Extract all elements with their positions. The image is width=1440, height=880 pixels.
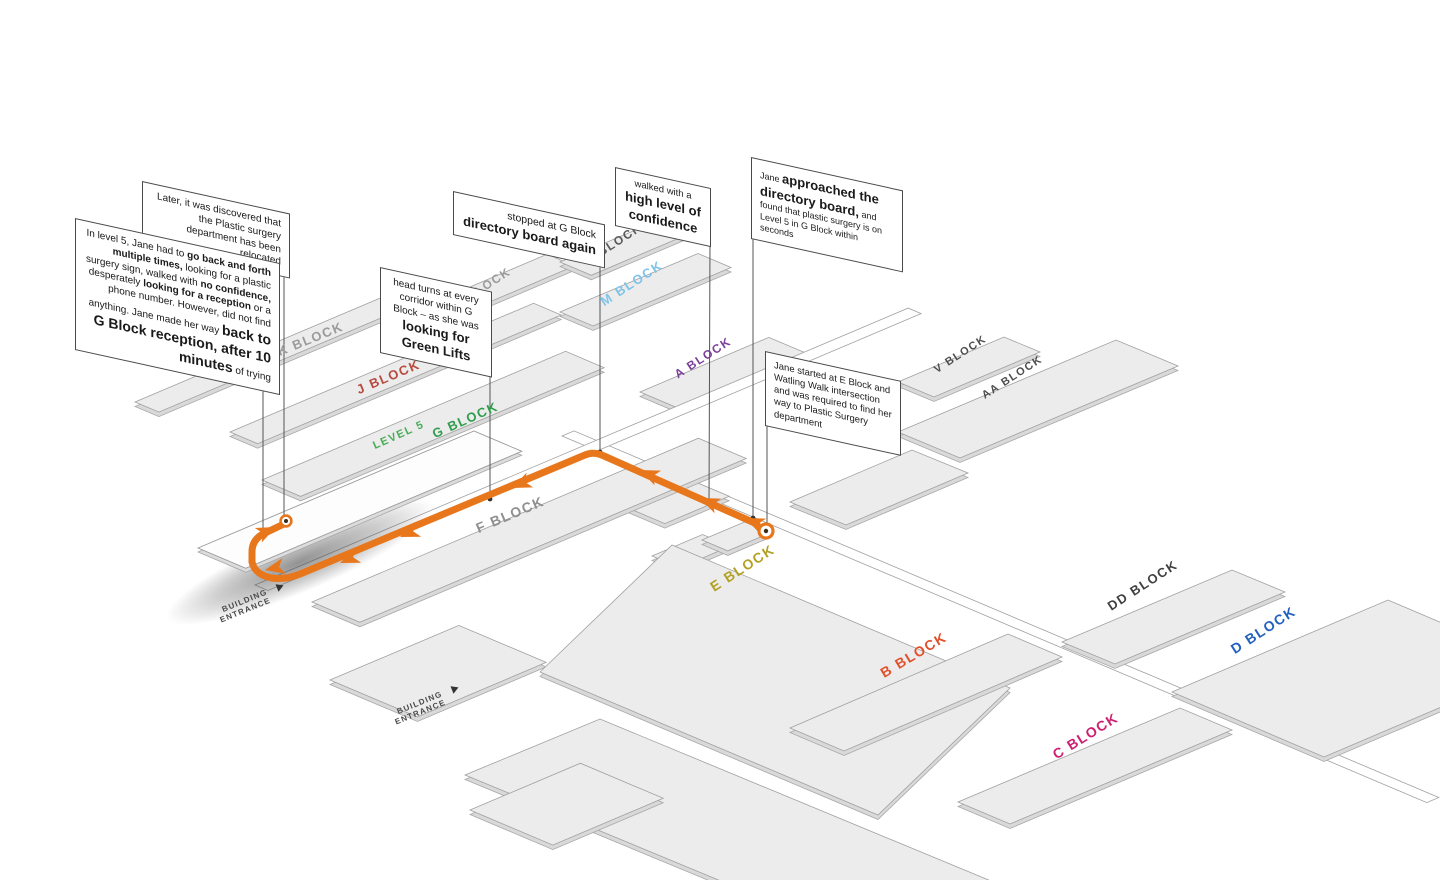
plate-p8: [788, 449, 970, 526]
plate-c: [956, 707, 1234, 825]
route-start-dot: [763, 528, 769, 534]
plate-p17: [328, 624, 548, 718]
leader-line-5: [708, 239, 711, 505]
entrance-2-arrow-icon: [450, 686, 459, 694]
route-arrow-6: [340, 547, 362, 563]
plate-aa: [896, 339, 1180, 459]
route-arrow-4: [512, 472, 534, 488]
route-arrow-2: [700, 498, 722, 514]
plate-e: [539, 544, 1011, 816]
plate-level5: [196, 430, 523, 569]
level5-shadow-ellipse: [166, 498, 434, 626]
route-arrow-8: [254, 527, 276, 543]
annotation-leader-lines: [260, 225, 770, 536]
route-end-dot: [284, 519, 288, 523]
plate-p19: [468, 762, 665, 846]
route-arrow-3: [640, 470, 662, 486]
entrance-1-arrow-icon: [275, 584, 284, 592]
level5-plate-layer: [196, 430, 523, 573]
journey-route: [248, 449, 775, 582]
plate-g-base: [260, 350, 606, 497]
plate-f: [310, 437, 748, 623]
plate-dd: [1060, 569, 1287, 665]
plate-m: [558, 253, 733, 327]
level5-shadow: [166, 498, 434, 626]
route-arrow-7: [265, 558, 286, 574]
plate-p18: [463, 718, 990, 880]
route-arrow-1: [745, 518, 767, 534]
route-arrow-5: [400, 521, 422, 537]
journey-path: [248, 449, 761, 582]
plate-d: [1170, 599, 1440, 758]
plate-v: [896, 336, 1042, 398]
plate-b: [788, 633, 1064, 752]
annotation-level5-wandering-segment: of trying: [232, 364, 271, 384]
